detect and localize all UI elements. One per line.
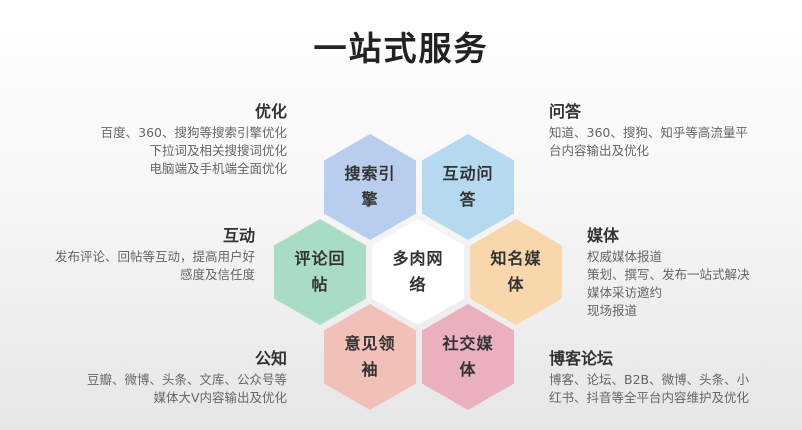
hex-famous-media: 知名媒体 bbox=[470, 219, 562, 325]
block-seo: 优化 百度、360、搜狗等搜索引擎优化 下拉词及相关搜搜词优化 电脑端及手机端全… bbox=[101, 101, 287, 178]
hex-label: 知名媒体 bbox=[490, 249, 542, 294]
block-line: 博客、论坛、B2B、微博、头条、小 bbox=[549, 372, 750, 387]
block-line: 媒体大V内容输出及优化 bbox=[153, 390, 287, 405]
block-line: 权威媒体报道 bbox=[587, 249, 663, 264]
hex-social-media: 社交媒体 bbox=[422, 304, 514, 410]
block-line: 红书、抖音等全平台内容维护及优化 bbox=[549, 390, 750, 405]
hex-label: 搜索引擎 bbox=[344, 164, 396, 209]
hex-search-engine: 搜索引擎 bbox=[324, 134, 416, 240]
block-qa: 问答 知道、360、搜狗、知乎等高流量平 台内容输出及优化 bbox=[549, 101, 748, 160]
page-title: 一站式服务 bbox=[313, 29, 489, 68]
block-heading: 博客论坛 bbox=[549, 349, 614, 368]
block-line: 感度及信任度 bbox=[179, 267, 255, 282]
hex-opinion-leader: 意见领袖 bbox=[324, 304, 416, 410]
block-heading: 媒体 bbox=[587, 226, 620, 245]
block-line: 台内容输出及优化 bbox=[549, 143, 650, 158]
hex-comment-reply: 评论回帖 bbox=[274, 219, 366, 325]
block-blog: 博客论坛 博客、论坛、B2B、微博、头条、小 红书、抖音等全平台内容维护及优化 bbox=[549, 348, 749, 407]
block-line: 媒体采访邀约 bbox=[587, 285, 663, 300]
hex-label: 多肉网络 bbox=[392, 249, 444, 294]
block-line: 策划、撰写、发布一站式解决 bbox=[587, 267, 750, 282]
block-line: 电脑端及手机端全面优化 bbox=[149, 161, 287, 176]
block-line: 发布评论、回帖等互动，提高用户好 bbox=[54, 249, 255, 264]
block-heading: 优化 bbox=[254, 102, 287, 121]
block-heading: 问答 bbox=[549, 102, 582, 121]
hex-label: 互动问答 bbox=[442, 164, 494, 209]
block-media: 媒体 权威媒体报道 策划、撰写、发布一站式解决 媒体采访邀约 现场报道 bbox=[587, 225, 750, 320]
hex-label: 社交媒体 bbox=[442, 334, 494, 379]
hex-label: 评论回帖 bbox=[294, 249, 346, 294]
block-heading: 公知 bbox=[254, 349, 287, 368]
block-line: 现场报道 bbox=[587, 303, 638, 318]
hex-center-brand: 多肉网络 bbox=[372, 219, 464, 325]
hex-interactive-qa: 互动问答 bbox=[422, 134, 514, 240]
block-interact: 互动 发布评论、回帖等互动，提高用户好 感度及信任度 bbox=[55, 225, 255, 284]
block-line: 下拉词及相关搜搜词优化 bbox=[149, 143, 287, 158]
block-heading: 互动 bbox=[222, 226, 255, 245]
block-line: 百度、360、搜狗等搜索引擎优化 bbox=[100, 125, 287, 140]
block-line: 知道、360、搜狗、知乎等高流量平 bbox=[549, 125, 748, 140]
hex-label: 意见领袖 bbox=[344, 334, 396, 379]
block-public: 公知 豆瓣、微博、头条、文库、公众号等 媒体大V内容输出及优化 bbox=[87, 348, 287, 407]
block-line: 豆瓣、微博、头条、文库、公众号等 bbox=[86, 372, 287, 387]
